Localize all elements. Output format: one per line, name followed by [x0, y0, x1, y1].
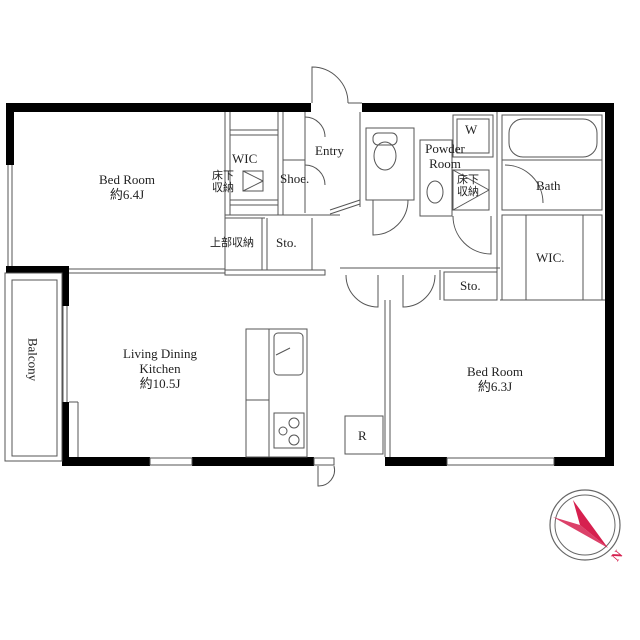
bedroom1-label: Bed Room 約6.4J [82, 172, 172, 202]
exterior-walls [6, 103, 614, 466]
bedroom2-label: Bed Room 約6.3J [467, 364, 523, 394]
room-name: Bed Room [99, 172, 155, 187]
fridge-label: R [358, 428, 367, 443]
entry-label: Entry [315, 143, 344, 158]
compass-icon [549, 489, 621, 561]
room-size: 約6.4J [109, 187, 145, 202]
balcony-label: Balcony [25, 337, 41, 382]
storage-label: Sto. [276, 235, 297, 250]
underfloor-storage-label: 床下 収納 [212, 169, 234, 194]
powder-room-label: Powder Room [425, 141, 465, 171]
wic-label-2: WIC. [536, 250, 565, 265]
washer-label: W [465, 122, 478, 137]
wic-label: WIC [232, 151, 258, 166]
bath-label: Bath [536, 178, 561, 193]
upper-storage-label: 上部収納 [210, 236, 254, 249]
underfloor-storage-label-2: 床下 収納 [457, 173, 479, 198]
ldk-label: Living Dining Kitchen 約10.5J [122, 346, 198, 391]
storage-label-2: Sto. [460, 278, 481, 293]
shoe-cabinet-label: Shoe. [280, 171, 310, 186]
